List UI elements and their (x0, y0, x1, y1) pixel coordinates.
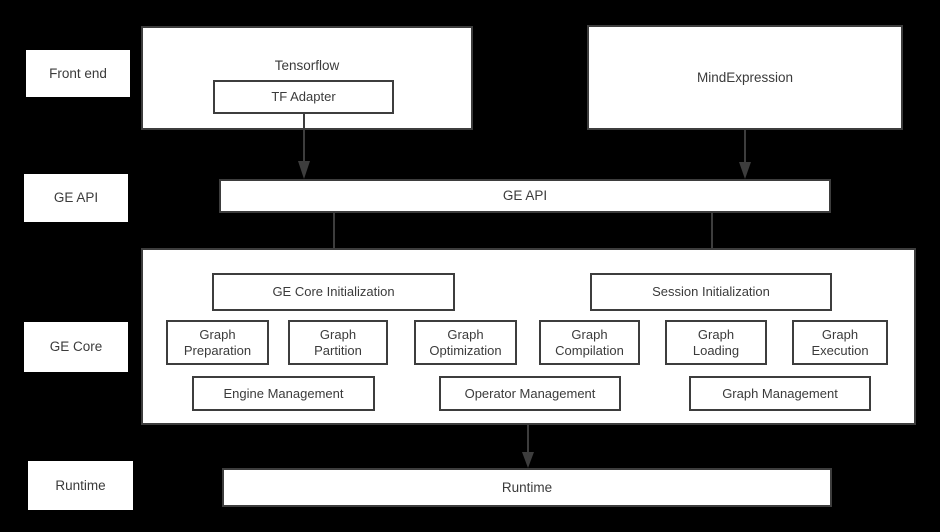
runtime-bar: Runtime (222, 468, 832, 507)
graph-loading-box: Graph Loading (665, 320, 767, 365)
ge-core-initialization-label: GE Core Initialization (272, 284, 395, 300)
graph-execution-label: Graph Execution (811, 327, 869, 358)
graph-partition-label: Graph Partition (314, 327, 362, 358)
tf-adapter-box: TF Adapter (213, 80, 394, 114)
graph-management-label: Graph Management (722, 385, 838, 401)
arrow-mindexpression-to-ge-api (737, 130, 753, 180)
layer-label-ge-core: GE Core (24, 322, 128, 372)
tensorflow-title: Tensorflow (274, 58, 340, 73)
graph-compilation-label: Graph Compilation (555, 327, 624, 358)
graph-compilation-box: Graph Compilation (539, 320, 640, 365)
layer-label-ge-api: GE API (24, 174, 128, 222)
ge-core-initialization-box: GE Core Initialization (212, 273, 455, 311)
graph-preparation-box: Graph Preparation (166, 320, 269, 365)
session-initialization-label: Session Initialization (652, 284, 770, 300)
arrow-tf-adapter-to-ge-api (296, 113, 312, 180)
graph-loading-label: Graph Loading (692, 327, 740, 358)
operator-management-label: Operator Management (464, 385, 596, 401)
layer-label-ge-core-text: GE Core (49, 339, 103, 355)
arrow-ge-core-to-runtime (520, 425, 536, 469)
graph-partition-box: Graph Partition (288, 320, 388, 365)
layer-label-runtime-text: Runtime (55, 477, 106, 493)
engine-management-box: Engine Management (192, 376, 375, 411)
layer-label-ge-api-text: GE API (53, 190, 99, 206)
ge-api-bar-label: GE API (502, 188, 548, 204)
session-initialization-box: Session Initialization (590, 273, 832, 311)
runtime-bar-label: Runtime (501, 479, 553, 495)
mindexpression-panel: MindExpression (587, 25, 903, 130)
engine-management-label: Engine Management (223, 385, 344, 401)
ge-api-bar: GE API (219, 179, 831, 213)
graph-optimization-box: Graph Optimization (414, 320, 517, 365)
graph-management-box: Graph Management (689, 376, 871, 411)
layer-label-front-end-text: Front end (49, 65, 107, 81)
layer-label-front-end: Front end (26, 50, 130, 97)
graph-preparation-label: Graph Preparation (183, 327, 252, 358)
graph-optimization-label: Graph Optimization (429, 327, 502, 358)
layer-label-runtime: Runtime (28, 461, 133, 510)
mindexpression-title: MindExpression (696, 69, 794, 85)
tf-adapter-label: TF Adapter (271, 89, 336, 105)
operator-management-box: Operator Management (439, 376, 621, 411)
graph-execution-box: Graph Execution (792, 320, 888, 365)
